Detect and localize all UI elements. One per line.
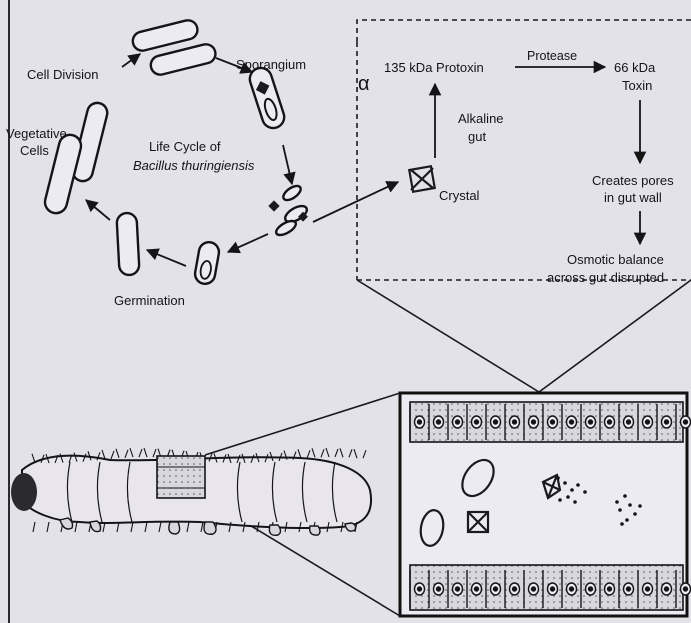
alpha-symbol: α [358,73,370,95]
alkaline-label-1: Alkaline [458,111,504,126]
toxin-label-2: Toxin [622,78,652,93]
sporangium-label: Sporangium [236,57,306,72]
protoxin-label: 135 kDa Protoxin [384,60,484,75]
life-cycle: Cell Division Sporangium Vegetative Cell… [6,18,398,308]
toxin-label-1: 66 kDa [614,60,656,75]
osmotic-label-1: Osmotic balance [567,252,664,267]
crystal-icon [409,166,434,191]
sporangium-cell [247,65,287,131]
pores-label-1: Creates pores [592,173,674,188]
released-spores [268,183,309,238]
germinated-rod [116,213,139,276]
cycle-title-line2: Bacillus thuringiensis [133,158,255,173]
alkaline-label-2: gut [468,129,486,144]
mechanism-panel: α 135 kDa Protoxin Protease 66 kDa Toxin… [357,20,691,285]
osmotic-label-2: across gut disrupted [547,270,664,285]
pores-label-2: in gut wall [604,190,662,205]
gut-window [157,456,205,498]
cells-label: Cells [20,143,49,158]
caterpillar [11,448,371,535]
vegetative-label: Vegetative [6,126,67,141]
protease-label: Protease [527,49,577,63]
germinating-cell [194,241,221,286]
cell-division-label: Cell Division [27,67,99,82]
crystal-label: Crystal [439,188,480,203]
gut-cross-section [400,393,691,616]
cycle-title-line1: Life Cycle of [149,139,221,154]
germination-label: Germination [114,293,185,308]
